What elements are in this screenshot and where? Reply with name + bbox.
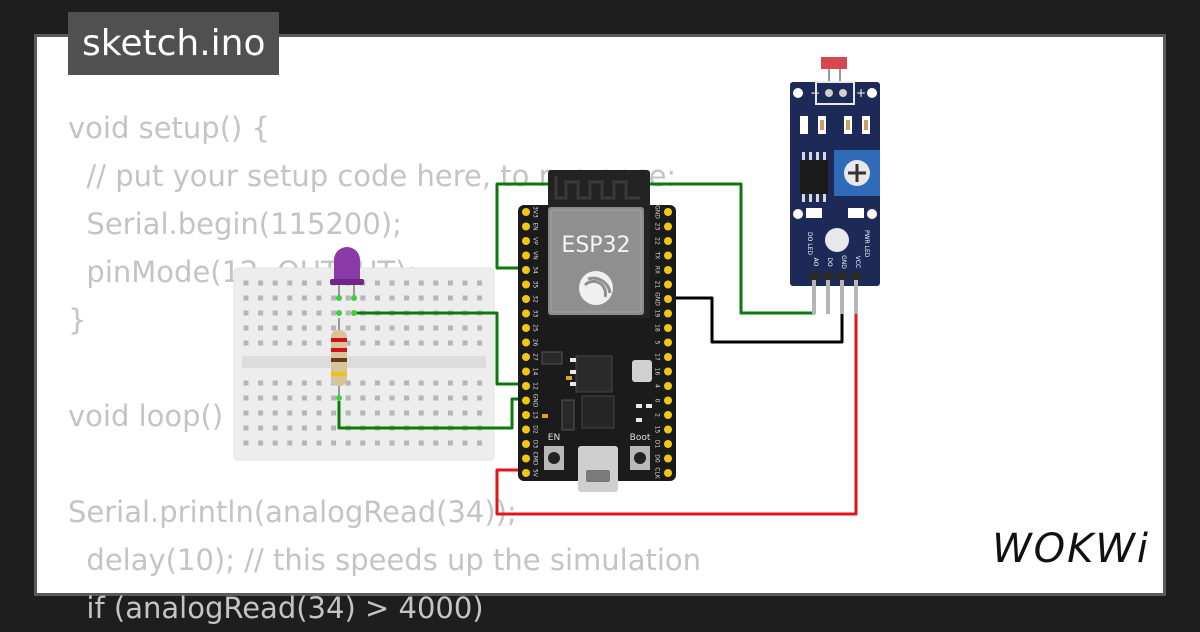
plus-label: + [856,86,866,100]
wire-vcc [495,313,858,516]
code-editor[interactable]: void setup() { // put your setup code he… [68,104,701,632]
pin-label: GND [654,292,661,306]
led[interactable] [330,247,364,298]
pin-label: TX [654,251,661,260]
pin-label: 2 [654,413,661,417]
plus-screw-icon [848,164,866,182]
pin-label: 12 [532,382,539,390]
indicator-led [825,228,849,252]
pin-label: CLK [654,467,661,480]
pin-label: 15 [654,426,661,434]
pwr-led-label: PWR LED [863,230,870,258]
pin-label: 13 [532,411,539,419]
pin-label: 21 [654,281,661,289]
pin-label: RX [654,266,661,274]
code-line: Serial.begin(115200); [68,207,402,241]
pin-label: 19 [654,310,661,318]
pin-label: 14 [532,368,539,376]
resistor[interactable] [331,318,347,398]
pin-label: 23 [654,223,661,231]
pin-label: 26 [532,339,539,347]
esp32-board[interactable]: ESP32 EN Boot 3V3ENVPVN34353233252627141… [518,170,676,492]
pin-label: 33 [532,310,539,318]
sensor-pin-label: DO [826,257,833,267]
pin-label: 34 [532,266,539,274]
chip-label: ESP32 [561,233,630,258]
wires [337,182,858,516]
pin-label: 32 [532,295,539,303]
pin-label: 3V3 [532,206,539,218]
file-tab[interactable]: sketch.ino [68,12,280,75]
sensor-pin-label: VCC [854,256,861,268]
pin-label: D2 [532,425,539,434]
sensor-pin-label: GND [840,255,847,269]
code-line: void setup() { [68,111,270,145]
code-line: } [68,303,87,337]
pin-label: 17 [654,353,661,361]
pin-label: 22 [654,237,661,245]
pin-label: 5V [532,469,539,478]
pin-label: EN [532,222,539,230]
pin-label: 27 [532,353,539,361]
pin-label: 0 [654,399,661,403]
photoresistor [821,57,847,69]
usb-port [578,446,618,492]
code-line: if (analogRead(34) > 4000) [68,591,484,625]
pin-label: 5 [654,341,661,345]
pin-label: 16 [654,368,661,376]
en-label: EN [548,433,560,443]
wokwi-logo: WOKWi [992,526,1150,572]
boot-label: Boot [630,433,651,443]
pin-label: GND [532,394,539,408]
comparator-chip [800,160,828,194]
pin-label: D3 [532,440,539,449]
pin-label: 25 [532,324,539,332]
pin-label: 4 [654,384,661,388]
pin-label: GND [654,205,661,219]
pin-label: 35 [532,281,539,289]
wire-gnd [672,296,844,344]
pin-label: 18 [654,324,661,332]
minus-label: − [810,86,820,100]
ldr-sensor-module[interactable]: − + DO LED PWR LED AO DO GND VCC [790,57,880,314]
code-line: Serial.println(analogRead(34)); [68,495,517,529]
breadboard-active-holes [336,295,357,401]
code-line: void loop() [68,399,224,433]
pin-label: VP [532,237,539,245]
pin-label: CMD [532,452,539,466]
breadboard[interactable] [233,267,495,461]
sensor-pin-label: AO [812,258,819,267]
pin-label: D0 [654,454,661,463]
espressif-logo-icon [579,271,613,305]
code-line: // put your setup code here, to run once… [68,159,677,193]
pin-label: VN [532,251,539,260]
wire-resistor-to-gnd [337,397,526,430]
do-led-label: DO LED [806,232,813,255]
pin-label: D1 [654,440,661,449]
wire-led-to-gpio12 [354,311,526,386]
code-line: delay(10); // this speeds up the simulat… [68,543,702,577]
